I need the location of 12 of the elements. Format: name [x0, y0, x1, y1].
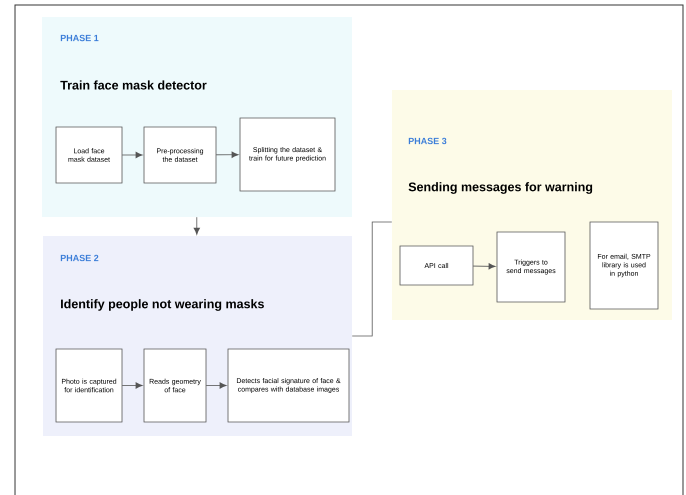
phase-label: PHASE 2: [60, 254, 98, 262]
arrow: [122, 152, 143, 158]
arrow: [122, 382, 143, 389]
arrow: [216, 152, 239, 158]
phase-title: Sending messages for warning: [408, 182, 592, 194]
arrow: [194, 216, 200, 235]
phase-label: PHASE 3: [408, 138, 446, 144]
arrow: [206, 382, 227, 389]
phase-label: PHASE 1: [60, 34, 98, 42]
arrow: [473, 263, 496, 270]
phase-title: Identify people not wearing masks: [61, 299, 264, 311]
phase-title: Train face mask detector: [60, 80, 207, 90]
